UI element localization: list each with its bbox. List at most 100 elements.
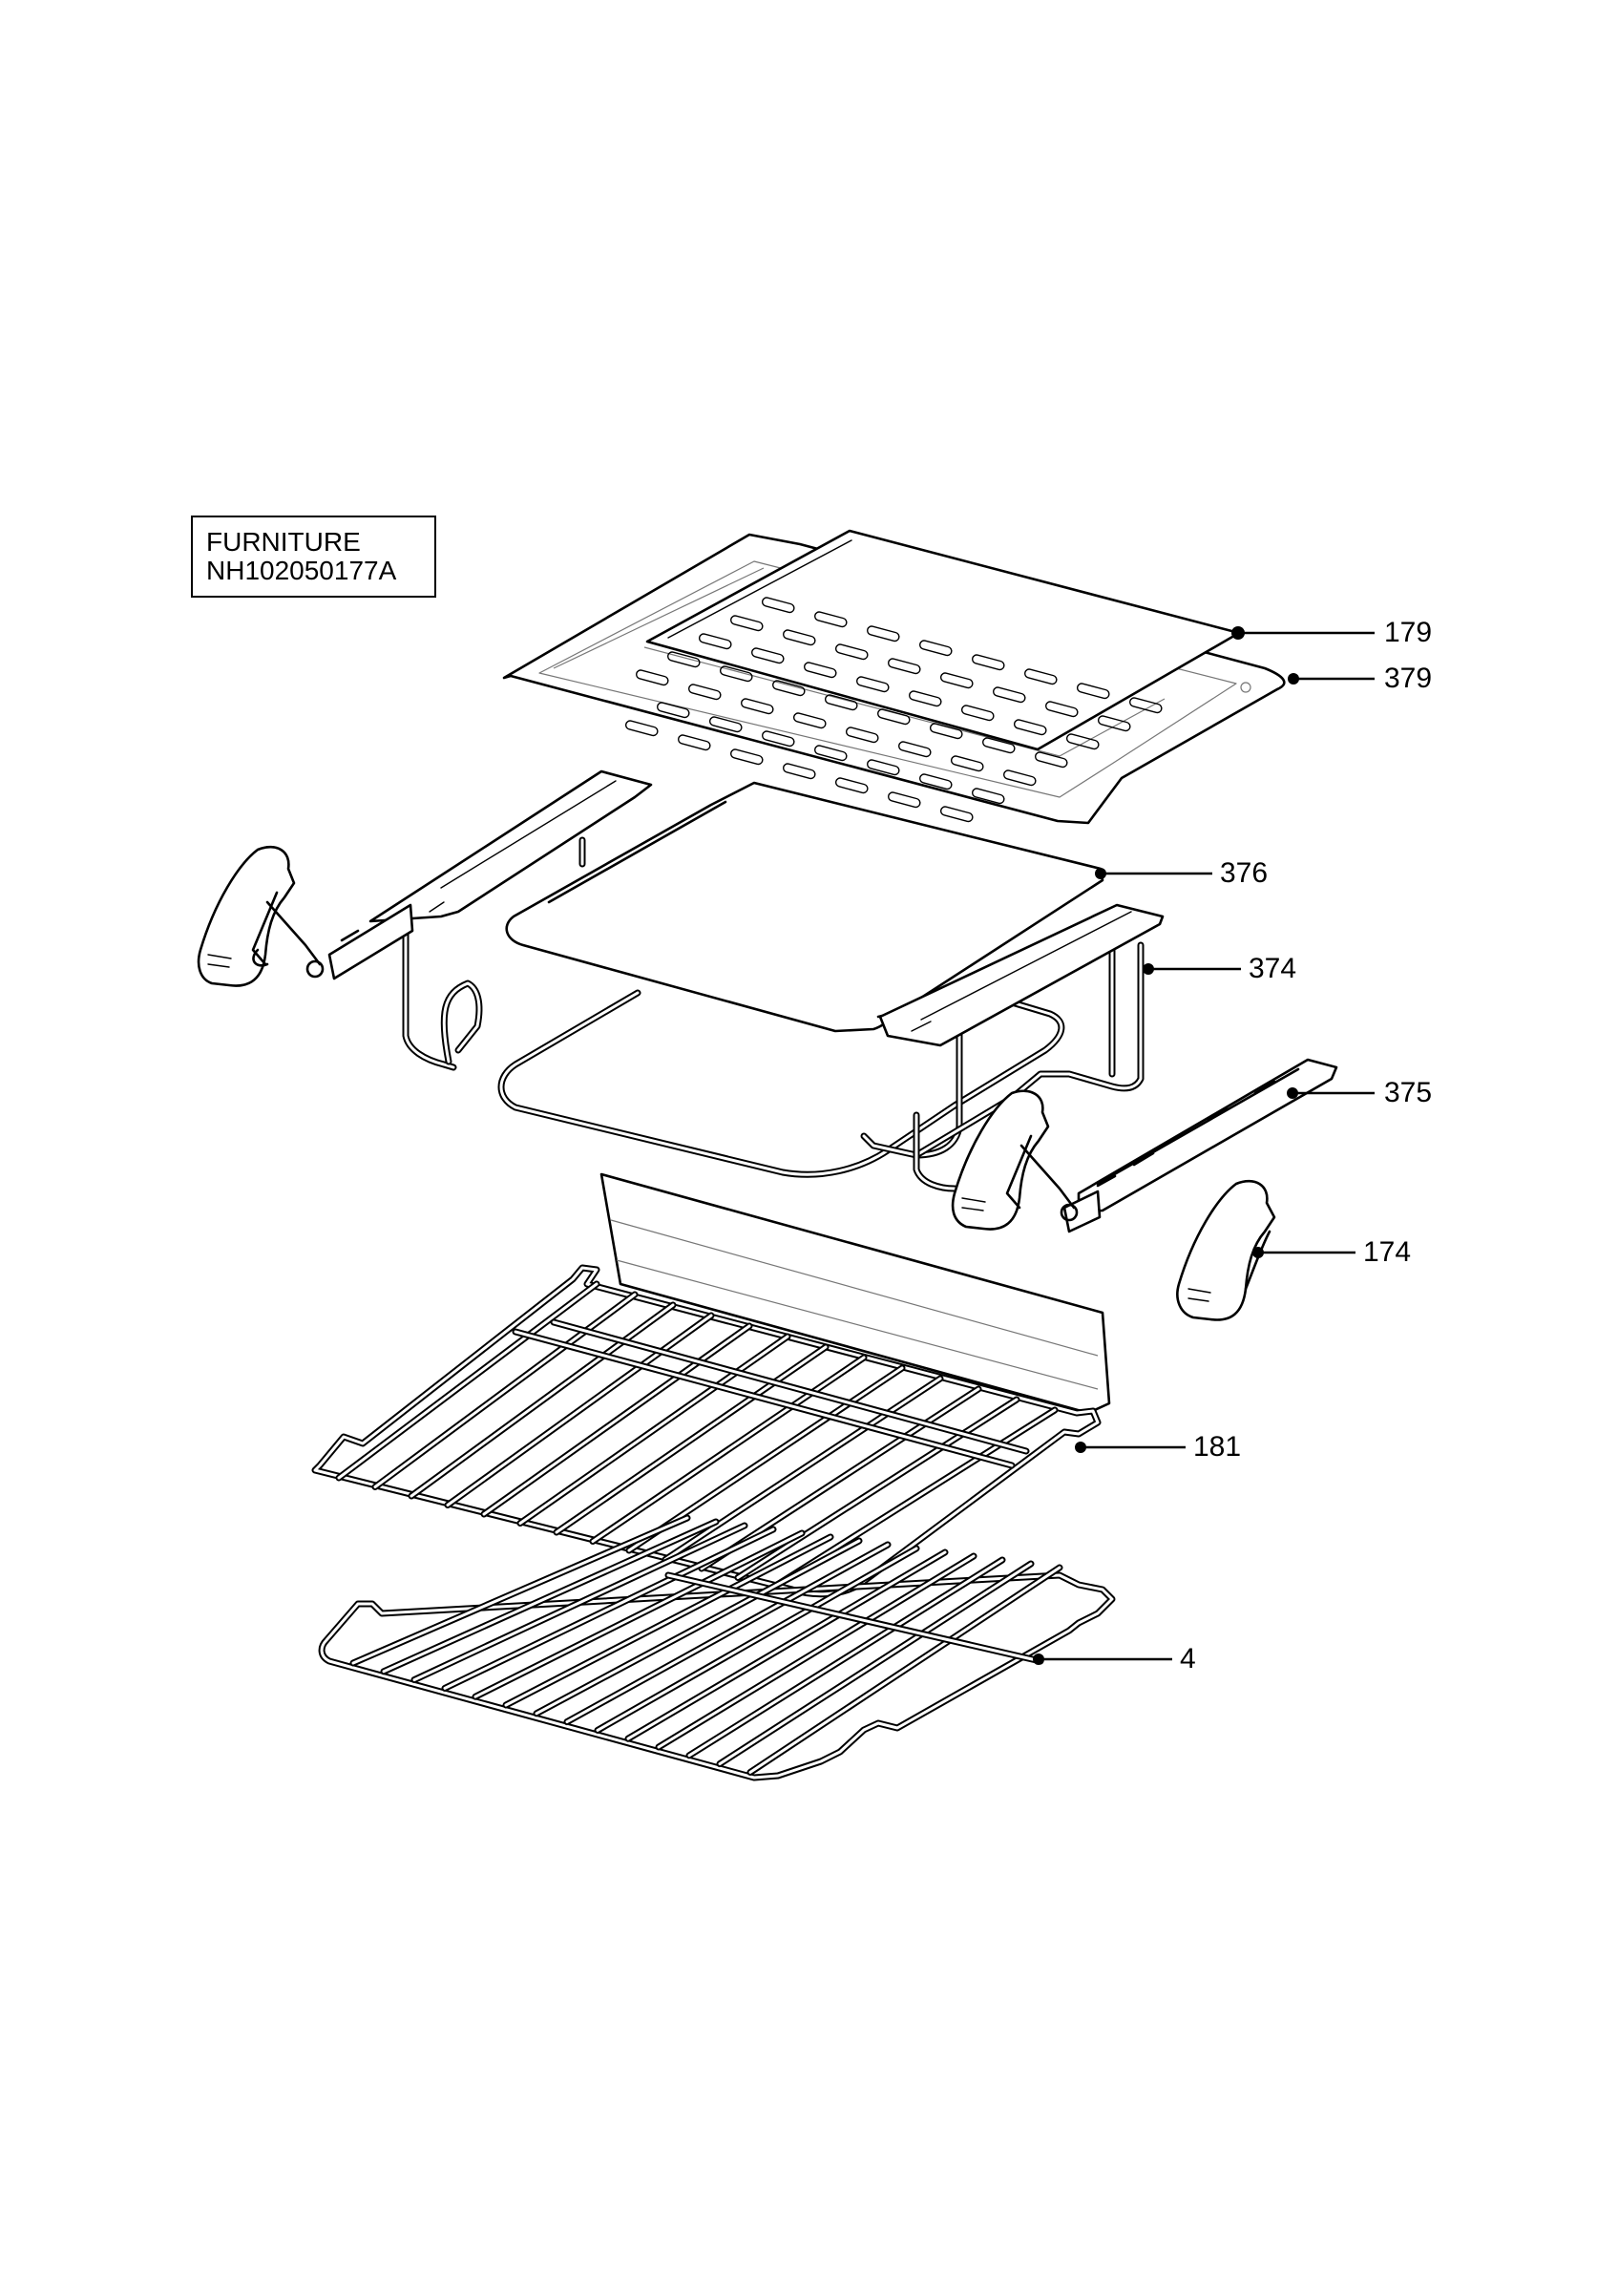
wire-rack-bar-inner: [596, 1547, 918, 1732]
perforation-slot: [929, 723, 963, 740]
grid-shelf-bar-inner: [663, 1377, 942, 1561]
perforation-slot: [624, 720, 659, 737]
perforation-slot: [866, 625, 900, 642]
perforation-slot: [1034, 751, 1068, 769]
perforation-slot: [813, 745, 848, 762]
perforation-slot: [1076, 683, 1110, 700]
callout-4: 4: [1180, 1643, 1196, 1675]
wire-rack-bar-inner: [443, 1527, 775, 1690]
perforation-slot: [771, 680, 806, 697]
perforation-slot: [761, 597, 795, 614]
wire-rack-bar-inner: [718, 1562, 1033, 1766]
part-179-perforated-sheet: [624, 529, 1241, 823]
perforation-slot: [971, 654, 1005, 671]
perforation-slot: [782, 763, 816, 780]
perforation-slot: [1023, 668, 1058, 685]
grid-shelf-bar-inner: [337, 1282, 599, 1480]
grid-shelf-bar-inner: [772, 1408, 1057, 1589]
perforation-slot: [908, 690, 942, 707]
perforation-slot: [1128, 697, 1163, 714]
callout-181: 181: [1193, 1431, 1242, 1463]
wire-rack-bar-inner: [626, 1550, 947, 1740]
grid-shelf-bar-inner: [373, 1293, 637, 1488]
wire-rack-bar-inner: [748, 1566, 1061, 1774]
callout-174: 174: [1363, 1236, 1412, 1268]
perforation-slot: [855, 676, 890, 693]
perforation-slot: [698, 633, 732, 650]
perforation-slot: [666, 651, 701, 668]
perforation-slot: [719, 665, 753, 683]
callout-179: 179: [1384, 617, 1433, 648]
wire-rack-bar-inner: [535, 1539, 861, 1716]
perforation-slot: [876, 708, 911, 726]
wire-rack-crossbar-inner: [666, 1573, 1042, 1663]
perforation-slot: [971, 788, 1005, 805]
perforation-slot: [740, 698, 774, 715]
perforation-slot: [887, 791, 921, 809]
perforation-slot: [750, 647, 785, 664]
perforation-slot: [887, 658, 921, 675]
perforation-slot: [729, 615, 764, 632]
perforation-slot: [834, 777, 869, 794]
perforation-slot: [792, 712, 827, 729]
perforation-slots: [624, 597, 1163, 823]
perforation-slot: [1097, 715, 1131, 732]
wire-rack-bar-inner: [412, 1524, 746, 1682]
callout-374: 374: [1249, 953, 1297, 984]
grid-shelf-bar-inner: [591, 1356, 866, 1543]
perforation-slot: [803, 662, 837, 679]
wire-rack-bar-inner: [565, 1543, 890, 1724]
perforation-slot: [782, 629, 816, 646]
part-375-left-runner: [327, 769, 653, 980]
leader-lines: [1033, 626, 1375, 1665]
perforation-slot: [635, 669, 669, 686]
grid-shelf-bar-inner: [736, 1398, 1019, 1579]
perforation-slot: [1044, 701, 1079, 718]
wire-rack-bar-inner: [504, 1535, 832, 1707]
wire-rack-bar-inner: [657, 1554, 976, 1749]
wire-rack-bars: [349, 1514, 1063, 1776]
wire-rack-bar-inner: [351, 1516, 689, 1665]
perforation-slot: [992, 686, 1026, 704]
title-box: FURNITURE NH102050177A: [191, 516, 436, 598]
title-line-2: NH102050177A: [206, 556, 397, 585]
perforation-slot: [866, 759, 900, 776]
perforation-slot: [918, 640, 953, 657]
perforation-slot: [729, 748, 764, 766]
grid-shelf-bar-inner: [555, 1345, 828, 1534]
callout-376: 376: [1220, 857, 1269, 889]
perforation-slot: [939, 672, 974, 689]
perforation-slot: [950, 755, 984, 772]
grid-shelf-bar-inner: [410, 1303, 675, 1498]
perforation-slot: [1013, 719, 1047, 736]
perforation-slot: [656, 702, 690, 719]
callout-379: 379: [1384, 663, 1433, 694]
grid-shelf-bar-inner: [446, 1314, 713, 1506]
perforation-slot: [981, 737, 1016, 754]
perforation-slot: [834, 643, 869, 661]
part-374-wire-frame: [402, 836, 1145, 1192]
perforation-slot: [687, 684, 722, 701]
perforation-slot: [761, 730, 795, 748]
perforation-slot: [708, 716, 743, 733]
perforation-slot: [677, 734, 711, 751]
perforation-slot: [1002, 769, 1037, 787]
perforation-slot: [813, 611, 848, 628]
grid-shelf-bar-inner: [518, 1335, 789, 1525]
left-clip-bracket: [197, 845, 325, 987]
right-clip-bracket: [951, 1089, 1079, 1231]
grid-shelf-crossbar-inner: [514, 1330, 1014, 1467]
wire-rack-bar-inner: [687, 1558, 1004, 1758]
wire-rack-bar-inner: [473, 1531, 804, 1698]
part-375-right-runner: [878, 903, 1338, 1233]
perforation-slot: [939, 806, 974, 823]
perforation-slot: [845, 727, 879, 744]
perforation-slot: [918, 773, 953, 790]
part-4-wire-rack: [318, 1514, 1116, 1781]
part-181-grid-shelf: [311, 1172, 1111, 1598]
perforation-slot: [1065, 733, 1100, 750]
title-line-1: FURNITURE: [206, 527, 361, 557]
perforation-slot: [824, 694, 858, 711]
